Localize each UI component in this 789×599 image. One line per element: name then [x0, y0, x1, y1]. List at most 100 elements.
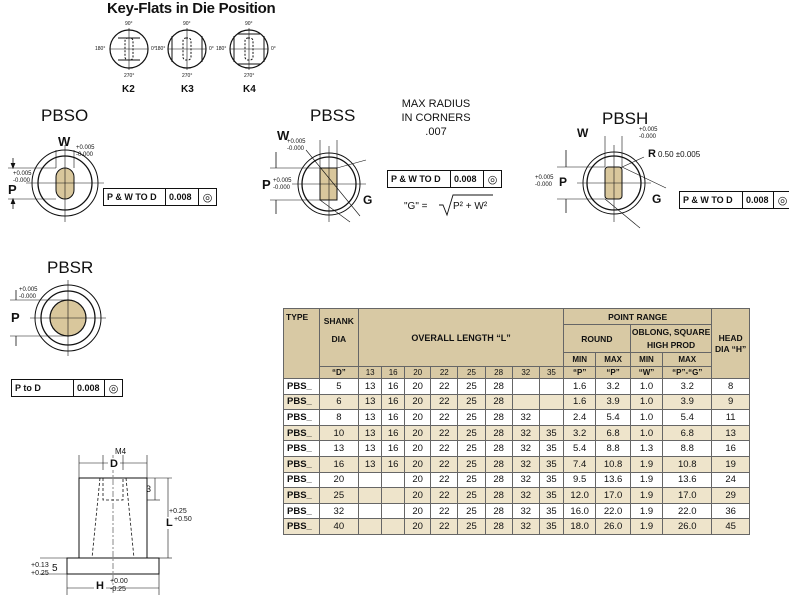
cell-round-min: 9.5 [562, 471, 597, 489]
col-round-min-label: MIN [572, 355, 587, 364]
cell-length: 25 [457, 471, 486, 489]
col-round-max: MAX [595, 352, 631, 367]
cell-round-max: 26.0 [595, 518, 631, 535]
col-head-dia-label: HEAD DIA “H” [714, 332, 747, 354]
cell-shank-dia: 5 [318, 378, 360, 395]
pbsr-diagram [10, 280, 106, 356]
cell-length: 20 [404, 378, 432, 395]
max-radius-note: MAX RADIUS IN CORNERS .007 [396, 97, 476, 139]
col-round-label: ROUND [581, 333, 613, 344]
cell-shank-dia: 32 [318, 502, 360, 520]
cell-length: 13 [358, 440, 383, 457]
pbsr-p-tol-minus: -0.000 [19, 294, 37, 300]
cell-oblong-max: 26.0 [662, 518, 713, 535]
cell-round-max: 5.4 [595, 409, 631, 426]
pbso-diagram [8, 145, 104, 222]
col-oblong-min-unit: “W” [629, 366, 664, 379]
cell-length: 20 [404, 424, 432, 442]
k3-angle-left: 180° [155, 46, 166, 52]
cell-oblong-min: 1.9 [629, 518, 664, 535]
cell-length: 28 [484, 471, 513, 489]
cell-length [511, 393, 540, 411]
cell-head-dia: 45 [711, 518, 750, 535]
cell-length [358, 487, 383, 504]
cell-oblong-max: 13.6 [662, 471, 713, 489]
cell-oblong-max: 17.0 [662, 487, 713, 504]
cell-type: PBS_ [283, 487, 320, 504]
cell-length: 35 [538, 440, 564, 457]
pbsh-w-label: W [577, 126, 589, 140]
cell-shank-dia: 40 [318, 518, 360, 535]
cell-length [381, 502, 406, 520]
punch-section-diagram [40, 455, 172, 595]
cell-length [538, 393, 564, 411]
cell-length: 35 [538, 518, 564, 535]
cell-length: 22 [430, 502, 459, 520]
cell-oblong-min: 1.9 [629, 502, 664, 520]
cell-length: 16 [381, 440, 406, 457]
cell-oblong-max: 3.2 [662, 378, 713, 395]
cell-round-max: 22.0 [595, 502, 631, 520]
pbss-tolerance-box: P & W TO D 0.008 ◎ [387, 170, 502, 188]
key-flat-k3-label: K3 [181, 84, 194, 95]
punch-d-label: D [108, 458, 120, 470]
key-flats-title: Key-Flats in Die Position [107, 0, 276, 17]
cell-oblong-max: 3.9 [662, 393, 713, 411]
cell-oblong-min: 1.3 [629, 440, 664, 457]
pbso-p-tol-minus: -0.000 [13, 178, 31, 184]
cell-length: 25 [457, 424, 486, 442]
pbso-tolerance-label: P & W TO D [104, 189, 166, 205]
spec-table: TYPE SHANK DIA OVERALL LENGTH “L” POINT … [283, 308, 750, 535]
cell-length: 13 [358, 424, 383, 442]
cell-shank-dia: 10 [318, 424, 360, 442]
k2-angle-top: 90° [125, 21, 133, 27]
k4-angle-left: 180° [216, 46, 227, 52]
cell-shank-dia: 25 [318, 487, 360, 504]
k3-angle-top: 90° [183, 21, 191, 27]
cell-oblong-min: 1.0 [629, 393, 664, 411]
col-round: ROUND [562, 324, 631, 353]
pbss-w-tol-minus: -0.000 [287, 146, 305, 152]
pbss-p-label: P [262, 177, 271, 192]
pbso-title: PBSO [41, 106, 89, 125]
punch-l-tol-minus: +0.50 [174, 516, 192, 523]
pbss-g-label: G [363, 193, 373, 207]
pbsh-diagram [557, 136, 667, 229]
col-oblong: OBLONG, SQUARE HIGH PROD [629, 324, 713, 353]
col-oblong-label: OBLONG, SQUARE HIGH PROD [631, 326, 711, 350]
cell-length: 28 [484, 455, 513, 473]
max-radius-line1: MAX RADIUS [401, 98, 471, 110]
col-oblong-max-unit: “P”-“G” [662, 366, 713, 379]
cell-oblong-min: 1.0 [629, 378, 664, 395]
cell-length: 22 [430, 518, 459, 535]
cell-length [381, 518, 406, 535]
cell-length: 35 [538, 424, 564, 442]
pbsh-r-value: 0.50 ±0.005 [658, 150, 701, 159]
cell-round-max: 10.8 [595, 455, 631, 473]
col-d-unit: “D” [318, 366, 360, 379]
cell-round-min: 12.0 [562, 487, 597, 504]
punch-h-tol-minus: -0.25 [110, 586, 126, 593]
cell-length: 28 [484, 502, 513, 520]
punch-5-tol-minus: +0.25 [31, 570, 49, 577]
cell-length: 35 [538, 502, 564, 520]
pbso-tolerance-value: 0.008 [166, 189, 199, 205]
cell-length: 32 [511, 424, 540, 442]
cell-length: 22 [430, 409, 459, 426]
pbsh-r-label: R [648, 148, 656, 160]
pbsh-tolerance-value: 0.008 [743, 192, 774, 208]
col-d-unit-label: “D” [331, 368, 346, 377]
pbsh-title: PBSH [602, 109, 649, 128]
k3-angle-right: 0° [209, 46, 214, 52]
pbsr-tolerance-label: P to D [12, 380, 74, 396]
cell-round-min: 5.4 [562, 440, 597, 457]
